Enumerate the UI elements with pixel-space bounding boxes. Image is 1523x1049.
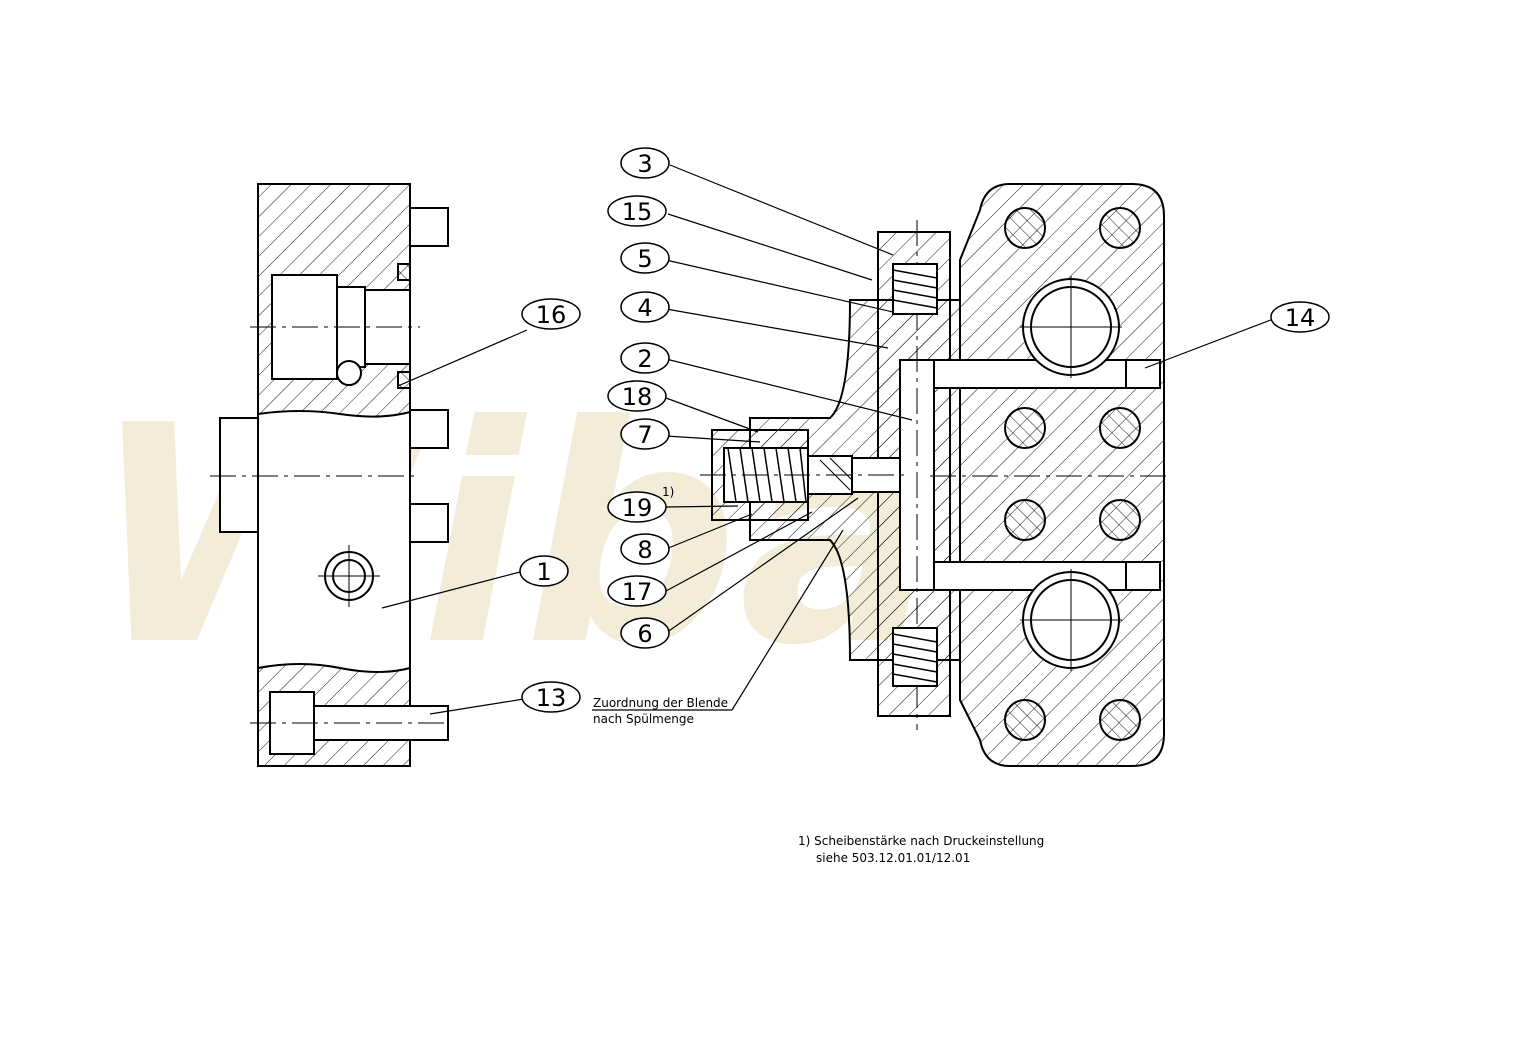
callout-2: 2 bbox=[620, 342, 670, 374]
callout-5: 5 bbox=[620, 242, 670, 274]
callout-15: 15 bbox=[607, 195, 667, 227]
annotation-line-1: Zuordnung der Blende bbox=[593, 696, 728, 710]
annotation-line-2: nach Spülmenge bbox=[593, 712, 694, 726]
callout-3: 3 bbox=[620, 147, 670, 179]
callout-7-label: 7 bbox=[637, 421, 652, 449]
callout-19-label: 19 bbox=[622, 494, 653, 522]
footnote-line-1: 1) Scheibenstärke nach Druckeinstellung bbox=[798, 834, 1044, 848]
callout-6: 6 bbox=[620, 617, 670, 649]
right-section-view bbox=[700, 183, 1170, 767]
callout-15-label: 15 bbox=[622, 198, 653, 226]
callout-1-label: 1 bbox=[536, 558, 551, 586]
callout-19: 19 1) bbox=[607, 485, 674, 523]
callout-6-label: 6 bbox=[637, 620, 652, 648]
callout-4: 4 bbox=[620, 291, 670, 323]
callout-2-label: 2 bbox=[637, 345, 652, 373]
leader-lines bbox=[381, 164, 1277, 715]
callout-8: 8 bbox=[620, 533, 670, 565]
callout-14-label: 14 bbox=[1285, 304, 1316, 332]
callout-17-label: 17 bbox=[622, 578, 653, 606]
callout-8-label: 8 bbox=[637, 536, 652, 564]
callout-5-label: 5 bbox=[637, 245, 652, 273]
callout-18-label: 18 bbox=[622, 383, 653, 411]
callout-17: 17 bbox=[607, 575, 667, 607]
callout-16: 16 bbox=[521, 298, 581, 330]
callout-13-label: 13 bbox=[536, 684, 567, 712]
callout-14: 14 bbox=[1270, 301, 1330, 333]
callout-16-label: 16 bbox=[536, 301, 567, 329]
callout-1: 1 bbox=[519, 555, 569, 587]
left-side-view bbox=[210, 183, 450, 767]
footnote-line-2: siehe 503.12.01.01/12.01 bbox=[816, 851, 970, 865]
callout-3-label: 3 bbox=[637, 150, 652, 178]
callout-18: 18 bbox=[607, 380, 667, 412]
callout-7: 7 bbox=[620, 418, 670, 450]
footnote-marker: 1) bbox=[662, 485, 674, 499]
callout-13: 13 bbox=[521, 681, 581, 713]
callout-4-label: 4 bbox=[637, 294, 652, 322]
